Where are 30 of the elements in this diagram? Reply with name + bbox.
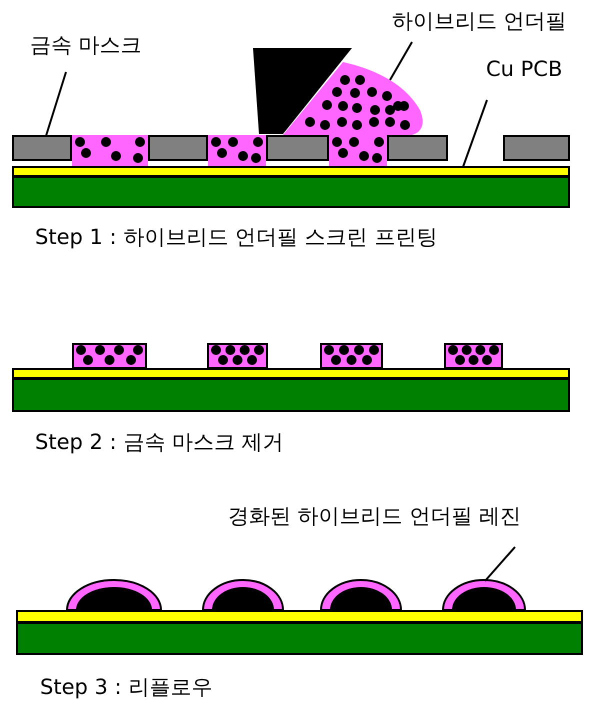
- underfill-block: [320, 343, 383, 369]
- step-caption: Step 1 : 하이브리드 언더필 스크린 프린팅: [35, 224, 438, 250]
- step-caption: Step 3 : 리플로우: [40, 674, 212, 700]
- resin-bump: [320, 578, 402, 611]
- copper-layer: [12, 166, 570, 177]
- underfill-block: [444, 343, 503, 369]
- leader-line: [45, 72, 67, 136]
- leader-line: [389, 42, 413, 80]
- mask-plate: [12, 135, 72, 161]
- copper-layer: [16, 610, 583, 623]
- copper-layer: [12, 368, 570, 379]
- underfill-block: [72, 343, 147, 369]
- mask-plate: [148, 135, 208, 161]
- callout-label: 하이브리드 언더필: [392, 8, 567, 34]
- mask-plate: [266, 135, 329, 161]
- pcb-substrate: [16, 622, 583, 655]
- pcb-substrate: [12, 378, 570, 412]
- callout-label: 금속 마스크: [30, 32, 142, 58]
- step-caption: Step 2 : 금속 마스크 제거: [35, 429, 284, 455]
- leader-line: [462, 100, 488, 168]
- resin-bump: [202, 578, 284, 611]
- pcb-substrate: [12, 176, 570, 208]
- leader-line: [484, 546, 516, 582]
- mask-plate: [387, 135, 448, 161]
- resin-bump: [66, 578, 162, 611]
- callout-label: Cu PCB: [486, 56, 562, 82]
- resin-bump: [442, 578, 526, 611]
- mask-plate: [503, 135, 570, 161]
- callout-label: 경화된 하이브리드 언더필 레진: [228, 503, 522, 529]
- underfill-block: [207, 343, 268, 369]
